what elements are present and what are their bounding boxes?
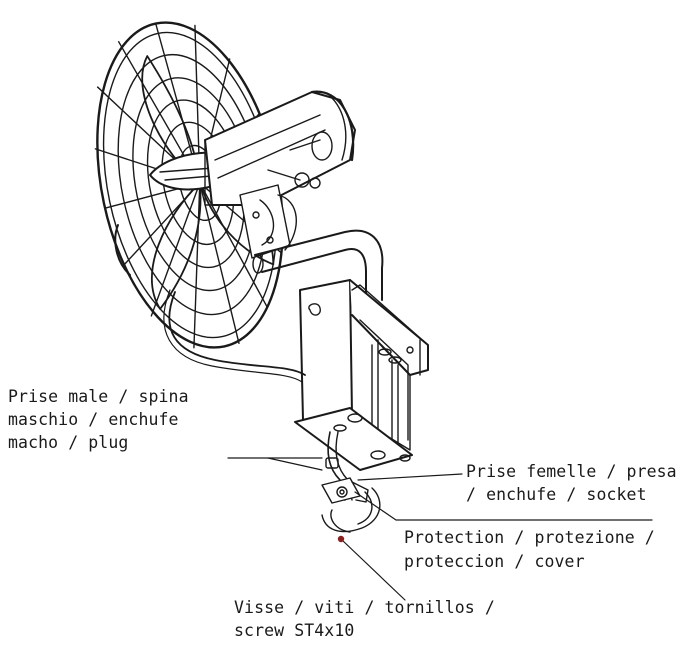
leader-lines — [227, 457, 653, 601]
mounting-arm — [239, 184, 384, 301]
callout-socket-line-1: Prise femelle / presa — [466, 462, 677, 481]
callout-screw-line-2: screw ST4x10 — [234, 621, 355, 640]
callout-cover-line-1: Protection / protezione / — [404, 528, 655, 547]
callout-plug-line-2: maschio / enchufe — [8, 410, 179, 429]
motor-housing — [204, 90, 356, 206]
power-cord — [168, 291, 306, 376]
screw-tip-mark — [337, 535, 345, 543]
wall-box — [294, 279, 429, 471]
callout-plug-line-1: Prise male / spina — [8, 387, 189, 406]
callout-cover-line-2: proteccion / cover — [404, 552, 585, 571]
callout-socket-line-2: / enchufe / socket — [466, 485, 647, 504]
callout-plug-line-3: macho / plug — [8, 433, 129, 452]
callout-screw-line-1: Visse / viti / tornillos / — [234, 598, 495, 617]
